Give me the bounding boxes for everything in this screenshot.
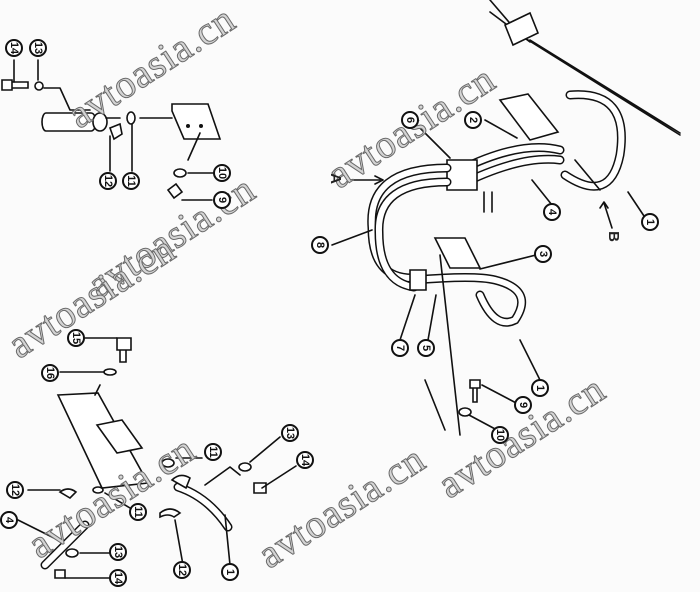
callout: 9	[213, 191, 231, 209]
callout: 1	[221, 563, 239, 581]
callout: 12	[99, 172, 117, 190]
callout: 10	[213, 164, 231, 182]
callout: 1	[641, 213, 659, 231]
callout: 16	[41, 364, 59, 382]
callout: 8	[311, 236, 329, 254]
callout: 11	[122, 172, 140, 190]
callout: 5	[417, 339, 435, 357]
callout: 14	[296, 451, 314, 469]
callout: 3	[534, 245, 552, 263]
callout: 13	[109, 543, 127, 561]
callout: 11	[129, 503, 147, 521]
callout: 1	[531, 379, 549, 397]
callout: 10	[491, 426, 509, 444]
right-hose-assembly	[331, 0, 681, 436]
callout: 2	[464, 111, 482, 129]
callout: 11	[204, 443, 222, 461]
callout: 6	[401, 111, 419, 129]
callout: 13	[29, 39, 47, 57]
callout: 7	[391, 339, 409, 357]
view-label-a: A	[326, 173, 344, 184]
callout: 12	[173, 561, 191, 579]
callout: 12	[6, 481, 24, 499]
callout: 14	[109, 569, 127, 587]
callout: 14	[5, 39, 23, 57]
callout: 9	[514, 396, 532, 414]
callout: 15	[67, 329, 85, 347]
view-label-b: B	[604, 231, 622, 242]
callout: 13	[281, 424, 299, 442]
bottom-left-assembly	[17, 337, 297, 579]
callout: 4	[543, 203, 561, 221]
top-left-assembly	[1, 59, 222, 201]
callout: 4	[0, 511, 18, 529]
